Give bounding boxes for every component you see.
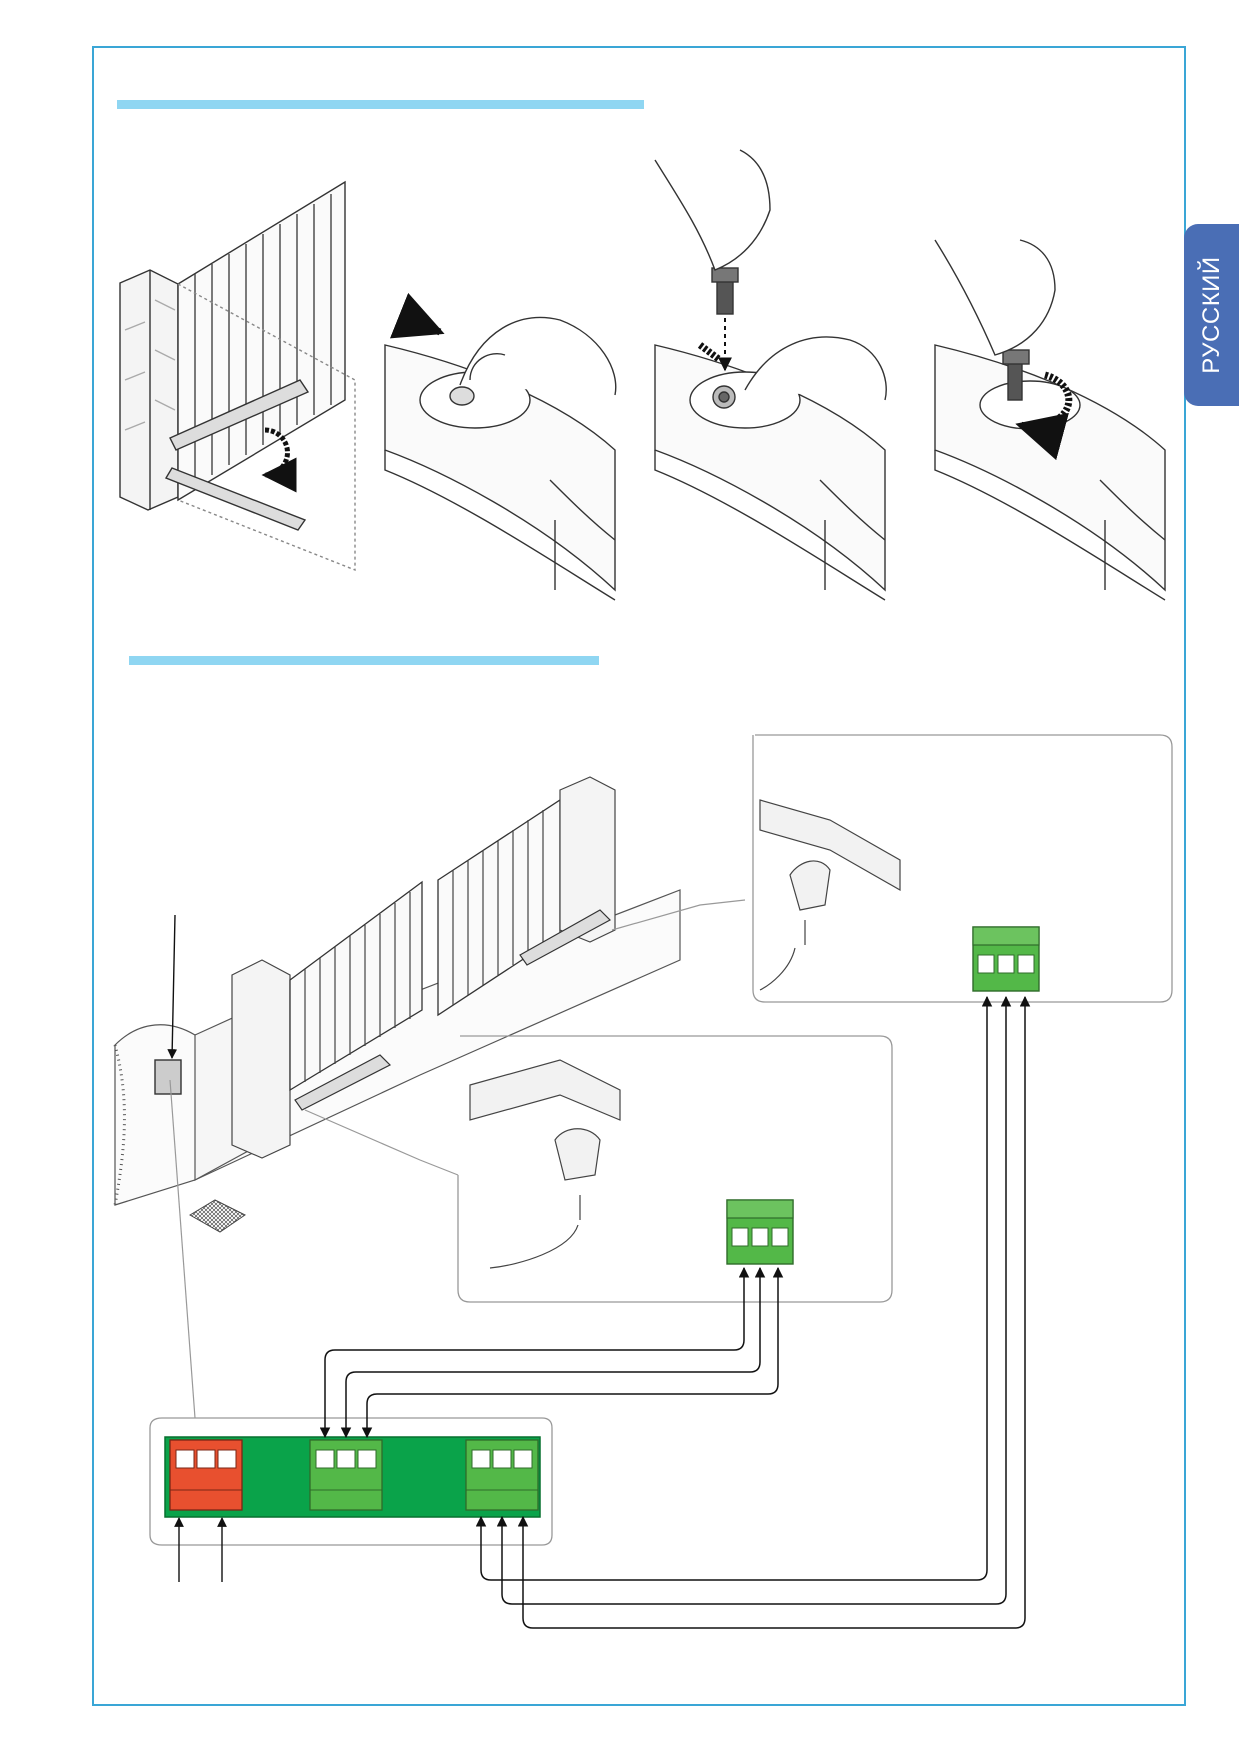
terminal-block-power — [169, 1439, 243, 1511]
terminal-block-motor-2 — [972, 926, 1040, 992]
terminal-block-board-motor-1 — [309, 1439, 383, 1511]
control-box-icon — [154, 1059, 182, 1095]
control-board — [164, 1436, 541, 1518]
hand-turning-key-icon — [934, 239, 1166, 601]
gate-wiring-diagram-icon — [113, 734, 1173, 1629]
section-heading-bar-wiring — [129, 656, 599, 665]
page-frame — [92, 46, 1186, 1706]
terminal-block-motor-1 — [726, 1199, 794, 1265]
section-heading-bar-release — [117, 100, 644, 109]
language-tab[interactable]: РУССКИЙ — [1184, 224, 1239, 406]
hand-inserting-key-icon — [654, 149, 887, 601]
terminal-block-board-motor-2 — [465, 1439, 539, 1511]
hand-lifting-cover-icon — [384, 292, 617, 601]
swing-gate-with-operators-icon — [119, 180, 356, 572]
